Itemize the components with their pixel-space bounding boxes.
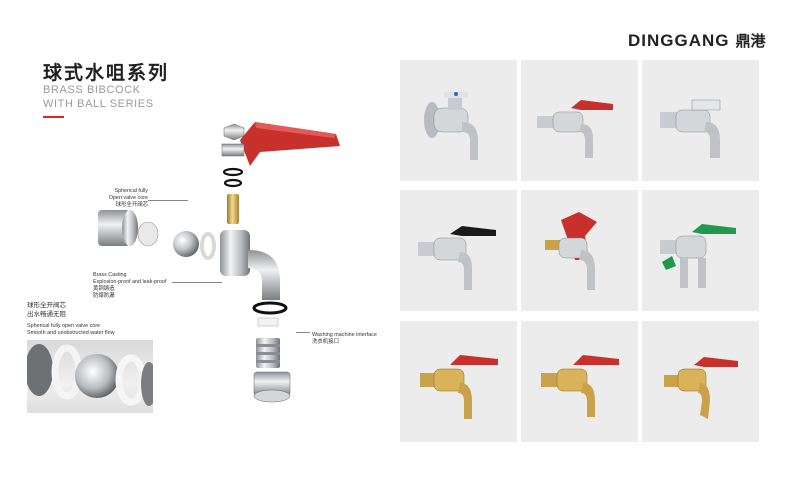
callout-valve-core-cn: 球形全开阀芯: [115, 202, 148, 208]
o-ring-2: [223, 178, 243, 188]
title-accent-rule: [43, 116, 64, 118]
callout-casting-en2: Explosion-proof and leak-proof: [93, 279, 167, 285]
product-tile[interactable]: [400, 60, 517, 181]
product-tile[interactable]: [400, 190, 517, 311]
callout-valve-core: Spherical fully Open valve core 球形全开阀芯: [109, 188, 148, 209]
brass-stem: [227, 194, 239, 224]
title-chinese: 球式水咀系列: [43, 63, 170, 84]
o-ring-1: [222, 167, 244, 177]
inlet-cap: [98, 210, 159, 247]
top-nut: [223, 123, 245, 141]
callout-casting-en1: Brass Casting: [93, 272, 127, 278]
faucet-chrome-black-handle-image: [418, 226, 496, 290]
product-grid: [400, 60, 787, 442]
callout-valve-core-en2: Open valve core: [108, 195, 148, 201]
title-english-line1: BRASS BIBCOCK: [43, 84, 141, 96]
product-tile[interactable]: [521, 190, 638, 311]
callout-line-interface: [296, 332, 310, 333]
red-lever-handle: [240, 122, 340, 166]
stem-bracket: [221, 143, 245, 157]
product-tile[interactable]: [521, 60, 638, 181]
callout-line-casting: [172, 282, 222, 283]
seal-ring: [200, 232, 216, 260]
faucet-chrome-handle-image: [660, 99, 721, 158]
feature-cn-line2: 出水畅通无阻: [27, 311, 66, 318]
callout-interface: Washing machine interface 洗衣机接口: [312, 332, 377, 346]
product-tile[interactable]: [642, 321, 759, 442]
coupling-nut: [253, 371, 291, 403]
faucet-dual-outlet-green-handle-image: [660, 224, 736, 288]
faucet-chrome-blue-handle-image: [424, 92, 478, 160]
valve-ball: [173, 231, 199, 257]
feature-cn-line1: 球形全开阀芯: [27, 302, 66, 309]
faucet-brass-red-handle-image: [541, 355, 619, 417]
brand-logo: DINGGANG 鼎港: [628, 30, 766, 51]
feature-en-line1: Spherical fully open valve core: [27, 323, 101, 329]
faucet-chrome-red-handle-image: [537, 100, 613, 158]
faucet-body: [220, 230, 280, 300]
hose-nozzle: [256, 338, 280, 368]
brand-wordmark: DINGGANG: [628, 30, 730, 50]
callout-line-valve-core: [148, 200, 188, 201]
callout-casting: Brass Casting Explosion-proof and leak-p…: [93, 272, 166, 300]
faucet-brass-red-handle-image: [664, 357, 738, 419]
callout-interface-cn: 洗衣机接口: [312, 339, 339, 345]
callout-interface-en: Washing machine interface: [312, 332, 377, 338]
valve-core-closeup-photo: [25, 340, 157, 413]
feature-en-line2: Smooth and unobstructed water flow: [27, 330, 115, 336]
gasket-black: [252, 301, 288, 315]
callout-casting-cn2: 防爆防漏: [93, 293, 115, 299]
callout-casting-cn1: 黄铜铸造: [93, 286, 115, 292]
callout-valve-core-en1: Spherical fully: [114, 188, 148, 194]
exploded-view-diagram: [98, 122, 340, 403]
product-tile[interactable]: [400, 321, 517, 442]
product-tile[interactable]: [642, 190, 759, 311]
product-tile[interactable]: [642, 60, 759, 181]
title-english-line2: WITH BALL SERIES: [43, 98, 154, 110]
faucet-brass-red-handle-image: [420, 355, 498, 419]
product-tile[interactable]: [521, 321, 638, 442]
faucet-red-butterfly-handle-image: [545, 212, 597, 290]
filter-screen: [257, 317, 279, 327]
brand-chinese: 鼎港: [735, 33, 766, 50]
